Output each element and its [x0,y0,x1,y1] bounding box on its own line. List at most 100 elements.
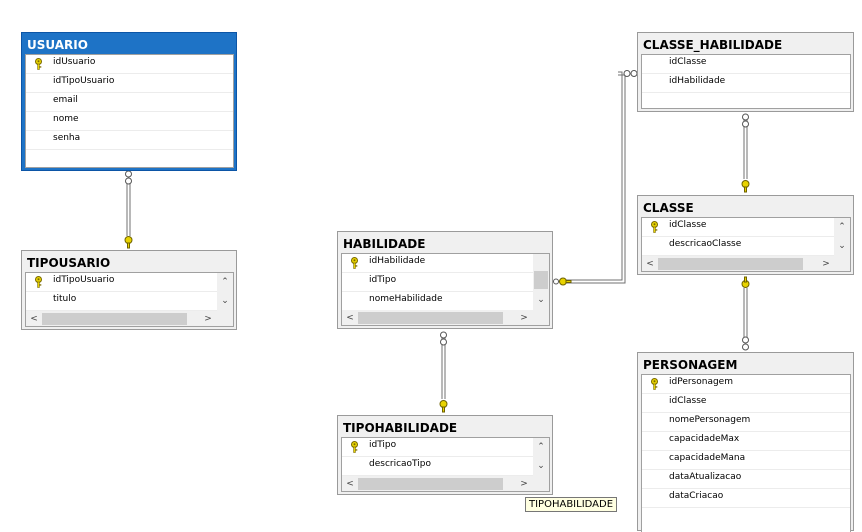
column-row[interactable]: idTipoUsuario [26,273,218,292]
scroll-left-icon[interactable]: < [30,314,38,324]
column-row[interactable]: capacidadeMana [642,451,850,470]
key-marker [439,400,448,413]
column-row[interactable]: idTipo [342,273,534,292]
column-row[interactable]: idUsuario [26,55,233,74]
column-row[interactable]: idClasse [642,394,850,413]
rel-habilidade-tipohabilidade [441,337,446,399]
column-name: idHabilidade [669,76,726,86]
column-row[interactable]: nomePersonagem [642,413,850,432]
scroll-down-icon[interactable]: ⌄ [537,295,545,305]
column-row[interactable]: dataAtualizacao [642,470,850,489]
column-row[interactable]: idClasse [642,55,850,74]
column-name: idTipoUsuario [53,76,115,86]
vertical-scrollbar[interactable]: ⌃ ⌄ [834,218,850,256]
column-name: idClasse [669,220,707,230]
column-name: idUsuario [53,57,96,67]
column-row[interactable]: descricaoTipo [342,457,534,476]
scrollbar-thumb[interactable] [42,313,187,325]
infinity-marker [440,331,447,346]
scroll-up-icon[interactable]: ⌃ [537,442,545,452]
scroll-right-icon[interactable]: > [520,313,528,323]
rel-classehabilidade-classe [743,118,748,179]
scroll-right-icon[interactable]: > [822,259,830,269]
scroll-up-icon[interactable]: ⌃ [221,277,229,287]
column-list: idUsuario idTipoUsuario email nome senha [25,54,234,168]
column-name: descricaoClasse [669,239,742,249]
column-name: idTipoUsuario [53,275,115,285]
scrollbar-thumb[interactable] [358,478,503,490]
column-row[interactable]: idClasse [642,218,835,237]
column-name: nome [53,114,79,124]
key-marker [741,180,750,193]
tooltip: TIPOHABILIDADE [525,497,618,512]
column-list: idHabilidade idTipo nomeHabilidade ⌄ < > [341,253,550,326]
column-row[interactable]: descricaoClasse [642,237,835,256]
vertical-scrollbar[interactable]: ⌃ ⌄ [217,273,233,311]
column-name: titulo [53,294,77,304]
table-title: HABILIDADE [343,237,426,251]
table-title: TIPOUSARIO [27,256,111,270]
column-row[interactable]: nome [26,112,233,131]
scroll-down-icon[interactable]: ⌄ [838,241,846,251]
scroll-right-icon[interactable]: > [520,479,528,489]
horizontal-scrollbar[interactable]: < > [642,256,850,271]
scrollbar-thumb[interactable] [358,312,503,324]
column-rows: idClasse descricaoClasse [642,218,835,256]
column-row[interactable]: senha [26,131,233,150]
infinity-marker [623,70,638,77]
scrollbar-thumb[interactable] [534,271,548,289]
column-row[interactable]: nomeHabilidade [342,292,534,311]
column-name: idClasse [669,396,707,406]
vertical-scrollbar[interactable]: ⌃ ⌄ [533,438,549,476]
column-row[interactable]: capacidadeMax [642,432,850,451]
column-rows: idTipoUsuario titulo [26,273,218,311]
horizontal-scrollbar[interactable]: < > [342,476,549,491]
scroll-left-icon[interactable]: < [346,479,354,489]
scroll-down-icon[interactable]: ⌄ [221,296,229,306]
scroll-down-icon[interactable]: ⌄ [537,461,545,471]
infinity-marker [742,336,749,351]
infinity-marker [125,170,132,185]
column-name: nomeHabilidade [369,294,443,304]
table-tipousario[interactable]: TIPOUSARIO idTipoUsuario titulo ⌃ ⌄ < > [21,250,237,330]
rel-classe-personagem [743,288,748,343]
column-row[interactable]: idTipo [342,438,534,457]
key-marker [124,236,133,249]
scroll-left-icon[interactable]: < [646,259,654,269]
column-row[interactable]: dataCriacao [642,489,850,508]
column-row[interactable]: idPersonagem [642,375,850,394]
column-rows: idUsuario idTipoUsuario email nome senha [26,55,233,150]
column-row[interactable]: email [26,93,233,112]
column-name: idHabilidade [369,256,426,266]
column-name: dataCriacao [669,491,724,501]
column-name: senha [53,133,81,143]
scroll-right-icon[interactable]: > [204,314,212,324]
column-name: idPersonagem [669,377,733,387]
column-name: capacidadeMana [669,453,746,463]
column-row[interactable]: titulo [26,292,218,311]
column-row[interactable]: idTipoUsuario [26,74,233,93]
scroll-left-icon[interactable]: < [346,313,354,323]
column-row[interactable]: idHabilidade [642,74,850,93]
scrollbar-thumb[interactable] [658,258,803,270]
key-icon [351,441,358,453]
horizontal-scrollbar[interactable]: < > [26,311,233,326]
scroll-up-icon[interactable]: ⌃ [838,222,846,232]
column-row[interactable]: idHabilidade [342,254,534,273]
key-icon [35,58,42,70]
horizontal-scrollbar[interactable]: < > [342,310,549,325]
column-list: idClasse idHabilidade [641,54,851,109]
table-habilidade[interactable]: HABILIDADE idHabilidade idTipo nomeHabilid… [337,231,553,329]
column-list: idClasse descricaoClasse ⌃ ⌄ < > [641,217,851,272]
vertical-scrollbar[interactable]: ⌄ [533,254,549,310]
column-rows: idHabilidade idTipo nomeHabilidade [342,254,534,311]
